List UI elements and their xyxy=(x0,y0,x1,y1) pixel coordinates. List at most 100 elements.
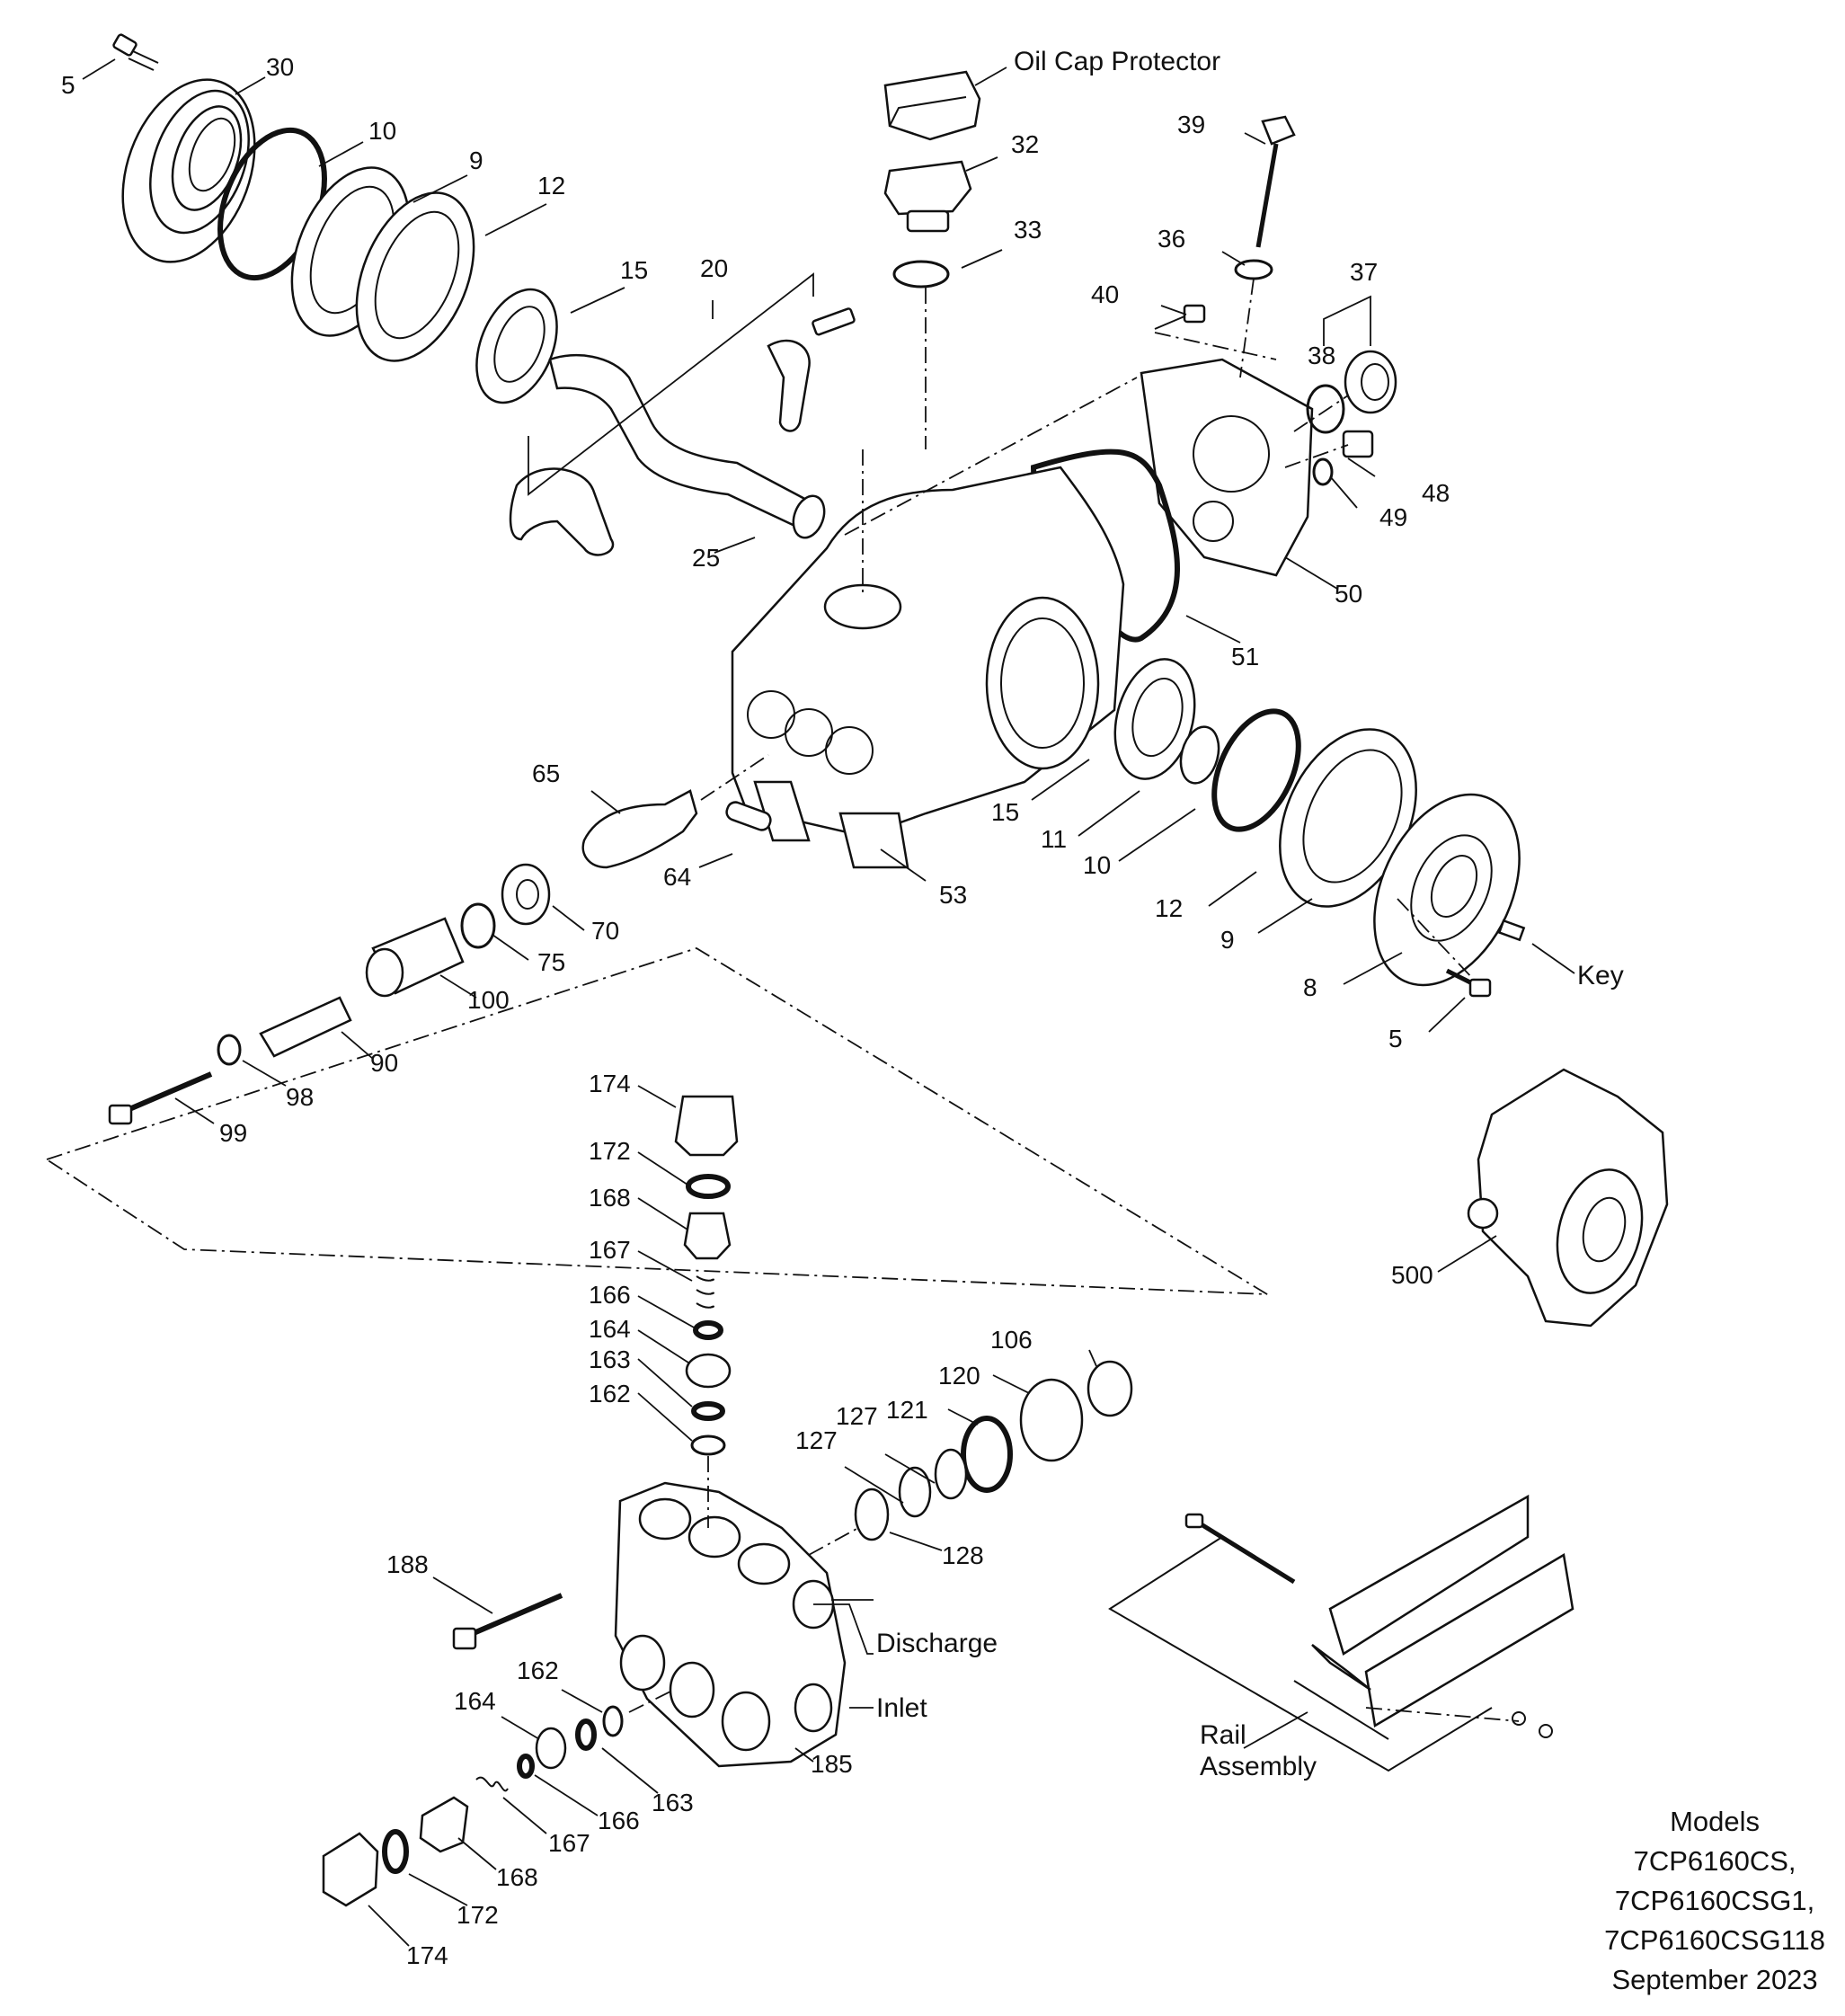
model-1: 7CP6160CS, xyxy=(1633,1845,1796,1877)
label-12-mid: 12 xyxy=(1155,894,1183,922)
crosshead-65 xyxy=(581,789,698,869)
adapter-127b xyxy=(898,1466,932,1518)
label-162-bot: 162 xyxy=(517,1656,559,1684)
valve-retainer-168-bot xyxy=(419,1796,469,1853)
label-164-top: 164 xyxy=(589,1315,631,1343)
models-caption: Models 7CP6160CS, 7CP6160CSG1, 7CP6160CS… xyxy=(1604,1802,1825,2000)
label-167-bot: 167 xyxy=(548,1829,590,1857)
seal-case-120 xyxy=(1019,1378,1084,1462)
label-12-top: 12 xyxy=(537,172,565,200)
label-51: 51 xyxy=(1231,643,1259,671)
label-166-top: 166 xyxy=(589,1281,631,1309)
washer-75 xyxy=(460,902,496,949)
leader-lines xyxy=(82,58,1575,1947)
oil-filler-cap-32 xyxy=(883,160,972,233)
bolt-5-top xyxy=(112,33,159,71)
bearing-cover-30 xyxy=(121,78,256,263)
label-164-bot: 164 xyxy=(454,1687,496,1715)
bracket-20 xyxy=(528,272,814,496)
o-ring-10-mid xyxy=(1211,708,1301,832)
label-oil-cap-protector: Oil Cap Protector xyxy=(1014,47,1220,76)
stud-99 xyxy=(108,1071,213,1125)
label-121: 121 xyxy=(886,1396,928,1424)
seal-70 xyxy=(501,863,551,926)
alignment-lines xyxy=(46,278,1520,1722)
spring-167-top xyxy=(696,1275,714,1309)
o-ring-163-top xyxy=(691,1401,725,1421)
model-3: 7CP6160CSG118 xyxy=(1604,1924,1825,1956)
model-2: 7CP6160CSG1, xyxy=(1614,1885,1815,1916)
label-163-top: 163 xyxy=(589,1345,631,1373)
bracket-37 xyxy=(1323,295,1371,346)
plunger-90 xyxy=(259,996,352,1058)
label-167-top: 167 xyxy=(589,1236,631,1264)
label-30: 30 xyxy=(266,53,294,81)
label-120: 120 xyxy=(938,1362,980,1390)
shim-12-top xyxy=(355,191,475,362)
label-39: 39 xyxy=(1177,111,1205,138)
label-162-top: 162 xyxy=(589,1380,631,1408)
label-40: 40 xyxy=(1091,280,1119,308)
label-50: 50 xyxy=(1335,580,1362,608)
o-ring-172-top xyxy=(686,1174,731,1199)
label-15-mid: 15 xyxy=(991,798,1019,826)
o-ring-163-bot xyxy=(575,1718,597,1751)
seal-retainer-106 xyxy=(1087,1360,1133,1417)
crankshaft-25 xyxy=(548,354,826,539)
label-15-top: 15 xyxy=(620,256,648,284)
label-49: 49 xyxy=(1379,503,1407,531)
manifold-bolt-188 xyxy=(452,1593,563,1650)
label-166-bot: 166 xyxy=(598,1807,640,1834)
label-5-top: 5 xyxy=(61,71,75,99)
label-99: 99 xyxy=(219,1119,247,1147)
label-185: 185 xyxy=(811,1750,853,1778)
revision-date: September 2023 xyxy=(1611,1964,1818,1995)
o-ring-33 xyxy=(892,260,950,289)
washer-38 xyxy=(1306,384,1345,434)
label-rail: Rail xyxy=(1200,1720,1246,1750)
label-32: 32 xyxy=(1011,130,1039,158)
label-53: 53 xyxy=(939,881,967,909)
label-65: 65 xyxy=(532,759,560,787)
connecting-rod-20 xyxy=(509,307,856,556)
label-8: 8 xyxy=(1303,973,1317,1001)
label-9-mid: 9 xyxy=(1220,926,1235,954)
discharge-stack xyxy=(854,1360,1133,1541)
label-5-mid: 5 xyxy=(1388,1025,1403,1052)
o-ring-172-bot xyxy=(382,1829,409,1874)
label-75: 75 xyxy=(537,948,565,976)
adapter-127a xyxy=(934,1448,968,1500)
label-33: 33 xyxy=(1014,216,1042,244)
bearing-15-mid xyxy=(1113,658,1196,780)
o-ring-49 xyxy=(1312,457,1334,486)
label-90: 90 xyxy=(370,1049,398,1077)
label-70: 70 xyxy=(591,917,619,945)
label-106: 106 xyxy=(990,1326,1033,1354)
oil-cap-protector xyxy=(883,70,981,141)
valve-stack-top xyxy=(674,1095,739,1456)
label-128: 128 xyxy=(942,1541,984,1569)
wrist-pin-64 xyxy=(725,801,772,831)
label-127a: 127 xyxy=(836,1402,878,1430)
label-discharge: Discharge xyxy=(876,1629,998,1658)
label-10-top: 10 xyxy=(368,117,396,145)
label-10-mid: 10 xyxy=(1083,851,1111,879)
seal-128 xyxy=(854,1488,890,1541)
screw-40 xyxy=(1154,304,1206,330)
crankcase-53 xyxy=(731,466,1125,869)
valve-seat-164-top xyxy=(685,1353,732,1389)
plug-37 xyxy=(1344,350,1397,414)
valve-166-bot xyxy=(517,1754,535,1779)
label-174-top: 174 xyxy=(589,1070,631,1097)
models-heading: Models xyxy=(1670,1806,1761,1837)
ring-162-top xyxy=(690,1434,726,1456)
label-64: 64 xyxy=(663,863,691,891)
sleeve-100 xyxy=(365,917,465,998)
label-168-bot: 168 xyxy=(496,1863,538,1891)
dipstick-39 xyxy=(1255,115,1296,248)
rail-bracket-lines xyxy=(1108,1536,1493,1772)
bearing-race-11 xyxy=(1179,725,1220,785)
callout-labels: 5 30 10 9 12 15 20 25 Oil Cap Protector … xyxy=(61,47,1624,1969)
valve-plug-174-bot xyxy=(322,1832,379,1907)
